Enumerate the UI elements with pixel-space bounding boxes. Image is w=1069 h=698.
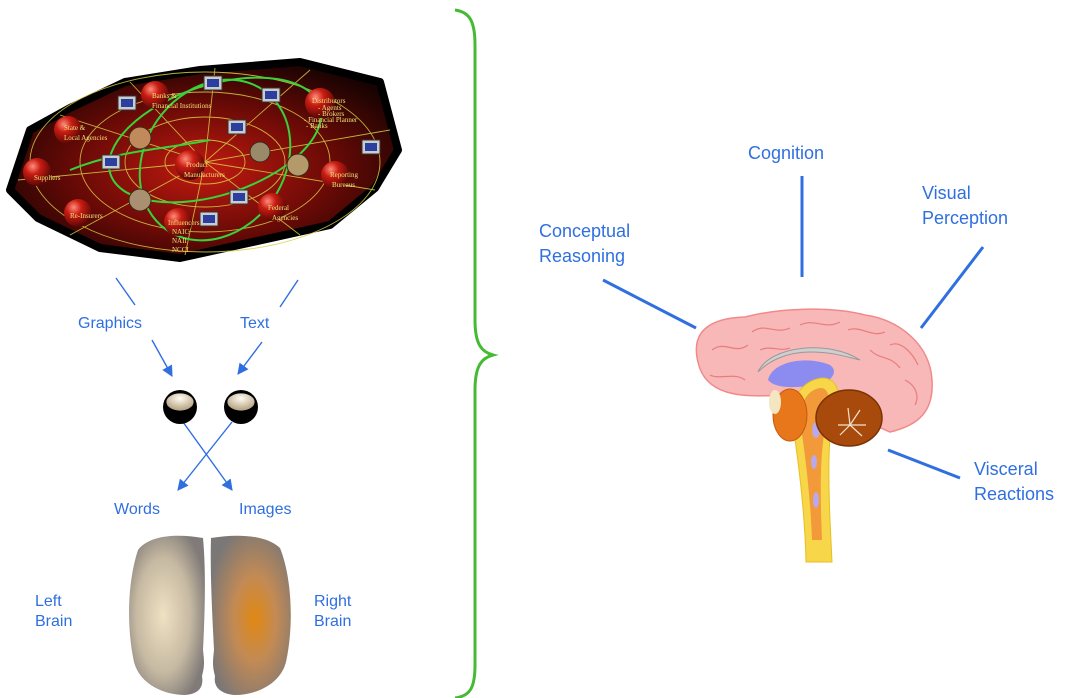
computer-icon (204, 76, 222, 90)
computer-icon (362, 140, 380, 154)
left-eye-icon (163, 390, 197, 424)
computer-icon (118, 96, 136, 110)
cerebellum (816, 390, 882, 446)
words-label: Words (114, 500, 160, 520)
computer-icon (228, 120, 246, 134)
eyes (163, 390, 258, 424)
brain-sagittal-illustration (603, 176, 983, 562)
right-hemisphere (211, 536, 291, 695)
images-label: Images (239, 500, 291, 520)
conceptual-reasoning-line (603, 280, 696, 328)
left-brain-label: Left Brain (35, 592, 72, 632)
text-arrow (238, 342, 262, 374)
business-network-graphic: State &Local Agencies Banks &Financial I… (10, 50, 398, 270)
graphics-arrow (152, 340, 172, 376)
right-brain-label: Right Brain (314, 592, 351, 632)
node-reinsurers-label: Re-Insurers (70, 212, 103, 220)
conceptual-reasoning-label: Conceptual Reasoning (539, 219, 630, 269)
visceral-reactions-label: Visceral Reactions (974, 457, 1054, 507)
optic-region (769, 390, 781, 414)
node-suppliers-label: Suppliers (34, 174, 61, 182)
grouping-brace (455, 10, 493, 698)
brain-hemispheres-icon (129, 536, 291, 695)
right-eye-icon (224, 390, 258, 424)
visual-perception-line (921, 247, 983, 328)
computer-icon (200, 212, 218, 226)
graphics-line (116, 278, 135, 305)
graphics-label: Graphics (78, 314, 142, 334)
left-hemisphere (129, 536, 205, 695)
visual-perception-label: Visual Perception (922, 181, 1008, 231)
cognition-label: Cognition (748, 141, 824, 166)
computer-icon (102, 155, 120, 169)
text-line (280, 280, 298, 307)
computer-icon (262, 88, 280, 102)
computer-icon (230, 190, 248, 204)
text-label: Text (240, 314, 269, 334)
left-flow-connectors (116, 278, 298, 490)
visceral-reactions-line (888, 450, 960, 478)
